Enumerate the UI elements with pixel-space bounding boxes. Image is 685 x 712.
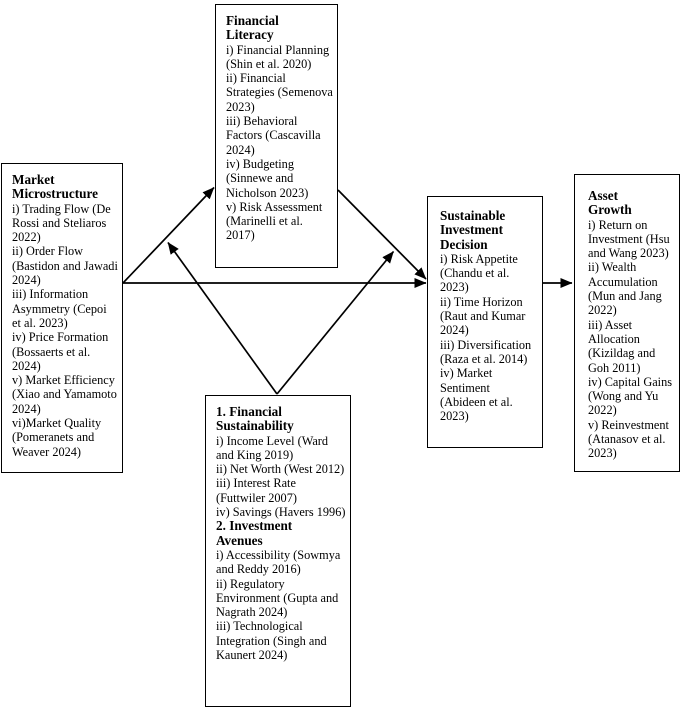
list-item: i) Trading Flow (De Rossi and Steliaros … (12, 201, 111, 245)
list-item: iii) Asset Allocation (Kizildag and Goh … (588, 317, 656, 375)
box-title: Sustainable Investment Decision (440, 208, 506, 252)
box-title: Market Microstructure (12, 172, 98, 202)
list-item: iv) Savings (Havers 1996) (216, 505, 346, 520)
list-item: v) Risk Assessment (Marinelli et al. 201… (226, 199, 323, 243)
box-title: Asset Growth (588, 188, 632, 218)
arrow-literacy-to-decision (337, 189, 427, 280)
list-item: iii) Diversification (Raza et al. 2014) (440, 337, 532, 366)
box-title: Financial Literacy (226, 13, 279, 43)
arrow-moderator-to-right-path (276, 250, 395, 395)
box-market-microstructure: Market Microstructure i) Trading Flow (D… (1, 163, 123, 473)
list-item: iv) Capital Gains (Wong and Yu 2022) (588, 374, 673, 418)
list-item: v) Market Efficiency (Xiao and Yamamoto … (12, 373, 117, 416)
list-item: ii) Net Worth (West 2012) (216, 462, 345, 477)
list-item: i) Return on Investment (Hsu and Wang 20… (588, 217, 670, 261)
list-item: ii) Financial Strategies (Semenova 2023) (226, 71, 333, 114)
list-item: iv) Market Sentiment (Abideen et al. 202… (440, 366, 513, 424)
list-item: iii) Behavioral Factors (Cascavilla 2024… (226, 114, 321, 157)
list-item: iii) Information Asymmetry (Cepoi et al.… (12, 287, 107, 330)
list-item: ii) Order Flow (Bastidon and Jawadi 2024… (12, 244, 118, 288)
section-title: 2. Investment Avenues (216, 518, 293, 548)
box-sustainable-investment-decision: Sustainable Investment Decision i) Risk … (427, 196, 543, 448)
list-item: ii) Wealth Accumulation (Mun and Jang 20… (588, 260, 662, 318)
box-financial-literacy: Financial Literacy i) Financial Planning… (215, 4, 338, 268)
list-item: iv) Budgeting (Sinnewe and Nicholson 202… (226, 156, 309, 200)
list-item: i) Risk Appetite (Chandu et al. 2023) (440, 251, 518, 295)
arrow-market-to-literacy (122, 186, 215, 284)
list-item: vi)Market Quality (Pomeranets and Weaver… (12, 416, 102, 459)
list-item: ii) Time Horizon (Raut and Kumar 2024) (440, 294, 526, 338)
list-item: v) Reinvestment (Atanasov et al. 2023) (588, 417, 669, 461)
list-item: i) Financial Planning (Shin et al. 2020) (226, 42, 330, 71)
list-item: ii) Regulatory Environment (Gupta and Na… (216, 576, 339, 620)
list-item: iii) Interest Rate (Futtwiler 2007) (216, 476, 297, 505)
list-item: iii) Technological Integration (Singh an… (216, 619, 327, 663)
list-item: iv) Price Formation (Bossaerts et al. 20… (12, 330, 109, 373)
box-moderators: 1. Financial Sustainability i) Income Le… (205, 395, 351, 707)
section-title: 1. Financial Sustainability (216, 404, 294, 434)
list-item: i) Income Level (Ward and King 2019) (216, 433, 329, 462)
list-item: i) Accessibility (Sowmya and Reddy 2016) (216, 547, 341, 577)
box-asset-growth: Asset Growth i) Return on Investment (Hs… (574, 174, 680, 472)
